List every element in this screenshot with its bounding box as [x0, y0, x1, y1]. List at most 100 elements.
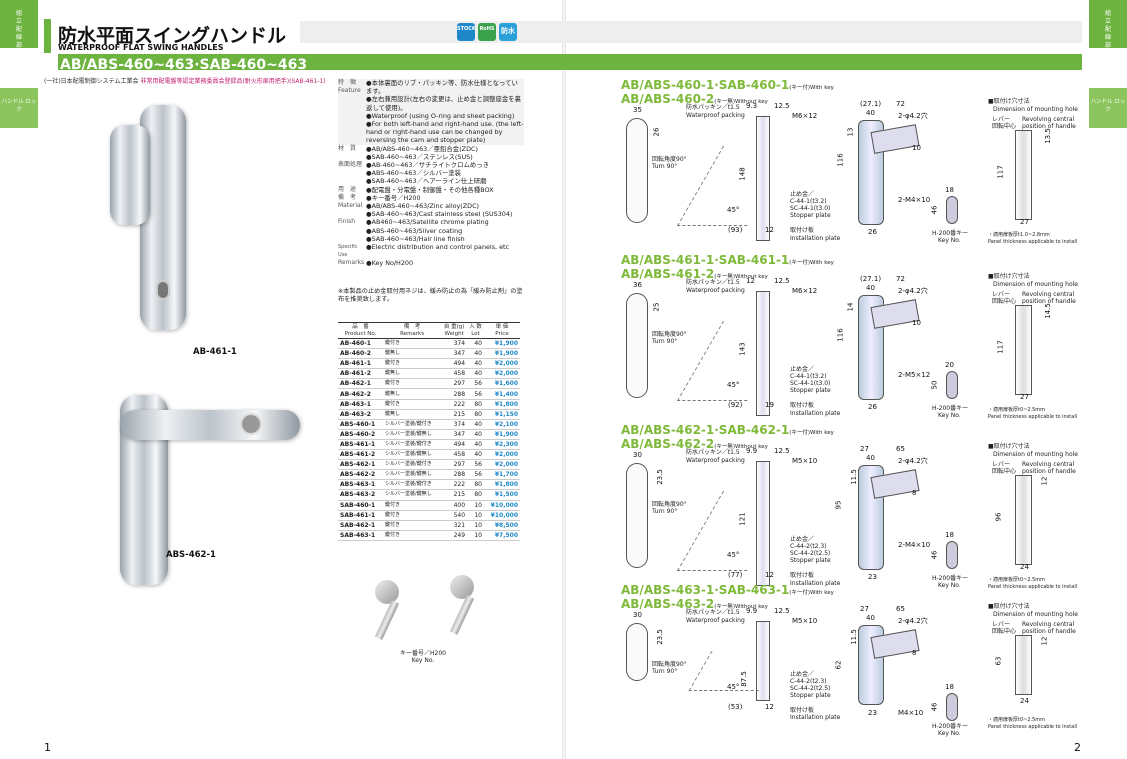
side-view-body	[756, 461, 770, 586]
dim-t: 11.5	[849, 629, 858, 645]
dim-angle: 45°	[727, 683, 740, 691]
dim-height: 23.5	[655, 469, 664, 485]
swing-arc	[676, 321, 794, 401]
dim-width: 30	[633, 611, 642, 619]
remarks-cell: シルバー塗装/鍵付き	[383, 419, 442, 430]
dim-g: 12.5	[774, 447, 790, 455]
key-label: H-200番キー	[932, 723, 969, 730]
section-title-part: AB/ABS-462-1·SAB-462-1	[621, 423, 790, 437]
col-header: 単 価 Price	[483, 322, 520, 339]
dim-g: 12.5	[774, 607, 790, 615]
screw-label: M5×10	[792, 617, 818, 625]
stopper-label-en: Stopper plate	[790, 212, 831, 219]
mh-title: ■取付け穴寸法	[988, 273, 1030, 280]
product-no-cell: ABS-462-2	[338, 469, 384, 481]
lot-cell: 40	[467, 338, 484, 350]
mh-title: ■取付け穴寸法	[988, 603, 1030, 610]
dim-t: 11.5	[849, 469, 858, 485]
section-title-part: AB/ABS-463-2	[621, 597, 715, 611]
mh-title: ■取付け穴寸法	[988, 98, 1030, 105]
weight-cell: 222	[441, 479, 468, 491]
packing-label-en: Waterproof packing	[686, 617, 745, 624]
lot-cell: 56	[467, 388, 484, 400]
packing-label: 防水パッキン／t1.5	[686, 609, 740, 616]
remarks-cell: 鍵付き	[383, 510, 442, 521]
rohs-badge: RoHS	[478, 23, 496, 41]
dim-m: 116	[836, 153, 845, 167]
remarks-cell: シルバー塗装/鍵無し	[383, 489, 442, 501]
weight-cell: 374	[441, 338, 468, 350]
key-icon-2	[450, 575, 474, 599]
dim-p: 46	[930, 550, 939, 560]
hole-label: 2-φ4.2穴	[898, 617, 928, 625]
dim-s: 8	[912, 649, 917, 657]
weight-cell: 540	[441, 510, 468, 521]
spec-label: Finish	[338, 218, 356, 226]
screw-label: M5×10	[792, 457, 818, 465]
product-no-cell: ABS-462-1	[338, 459, 384, 471]
mh-dim-c: 27	[1020, 218, 1029, 226]
dim-width: 30	[633, 451, 642, 459]
product-no-cell: AB-460-1	[338, 338, 384, 350]
price-cell: ¥1,900	[483, 348, 520, 360]
dim-length: 143	[738, 342, 747, 356]
weight-cell: 494	[441, 439, 468, 451]
rotation-label-en: Turn 90°	[652, 338, 678, 345]
section-title-part: (キー無)Without key	[714, 274, 768, 280]
price-cell: ¥2,300	[483, 439, 520, 451]
spec-value: ●AB/ABS-460~463/Zinc alloy(ZDC) ●SAB-460…	[366, 202, 513, 219]
lot-cell: 56	[467, 459, 484, 471]
dim-p: 46	[930, 702, 939, 712]
stopper-spec: C-44-1(t3.2) SC-44-1(t3.0)	[790, 373, 831, 387]
front-view-handle	[626, 118, 648, 223]
lever-label-en: Revolving central position of handle	[1022, 621, 1076, 635]
price-cell: ¥1,700	[483, 469, 520, 481]
dim-k: 40	[866, 284, 875, 292]
weight-cell: 288	[441, 388, 468, 400]
section-title-part: AB/ABS-461-1·SAB-461-1	[621, 253, 790, 267]
dim-bottom: (53)	[728, 703, 743, 711]
photo-ab-461-1	[90, 105, 250, 340]
dim-k: 40	[866, 109, 875, 117]
dim-length: 87.5	[739, 671, 748, 687]
spec-label: 備 考	[338, 193, 357, 201]
dim-angle: 45°	[727, 551, 740, 559]
weight-cell: 400	[441, 500, 468, 511]
mh-note: ・適用扉板厚t0~2.5mm Panel thickness applicabl…	[988, 407, 1078, 420]
section-title-part: AB/ABS-461-2	[621, 267, 715, 281]
dim-angle: 45°	[727, 381, 740, 389]
stopper-label: 止め金／	[790, 366, 815, 373]
section-title-part: (キー付)With key	[789, 430, 834, 436]
weight-cell: 321	[441, 520, 468, 531]
dim-j: 72	[896, 275, 905, 283]
left-category-label: 組立配線部材	[15, 10, 22, 57]
spec-value: ●AB/ABS-460~463／亜鉛合金(ZDC) ●SAB-460~463／ス…	[366, 144, 478, 161]
dim-width: 35	[633, 106, 642, 114]
rotation-label: 回転角度90°	[652, 156, 687, 163]
price-cell: ¥1,150	[483, 409, 520, 420]
price-cell: ¥7,500	[483, 530, 520, 541]
key-icon	[375, 580, 399, 604]
spec-label: Material	[338, 202, 363, 210]
mh-dim-b: 63	[994, 656, 1003, 666]
dim-o: 18	[945, 683, 954, 691]
price-cell: ¥10,000	[483, 500, 520, 511]
rotation-label-en: Turn 90°	[652, 668, 678, 675]
spec-label: 表面処理	[338, 161, 363, 169]
lever-label-en: Revolving central position of handle	[1022, 116, 1076, 130]
weight-cell: 215	[441, 409, 468, 420]
dim-o: 18	[945, 531, 954, 539]
lot-cell: 40	[467, 368, 484, 380]
key-view-icon	[946, 541, 958, 569]
lot-cell: 40	[467, 348, 484, 360]
section-title-part: (キー無)Without key	[714, 444, 768, 450]
install-label: 取付け板	[790, 707, 815, 714]
lever-label-en: Revolving central position of handle	[1022, 291, 1076, 305]
